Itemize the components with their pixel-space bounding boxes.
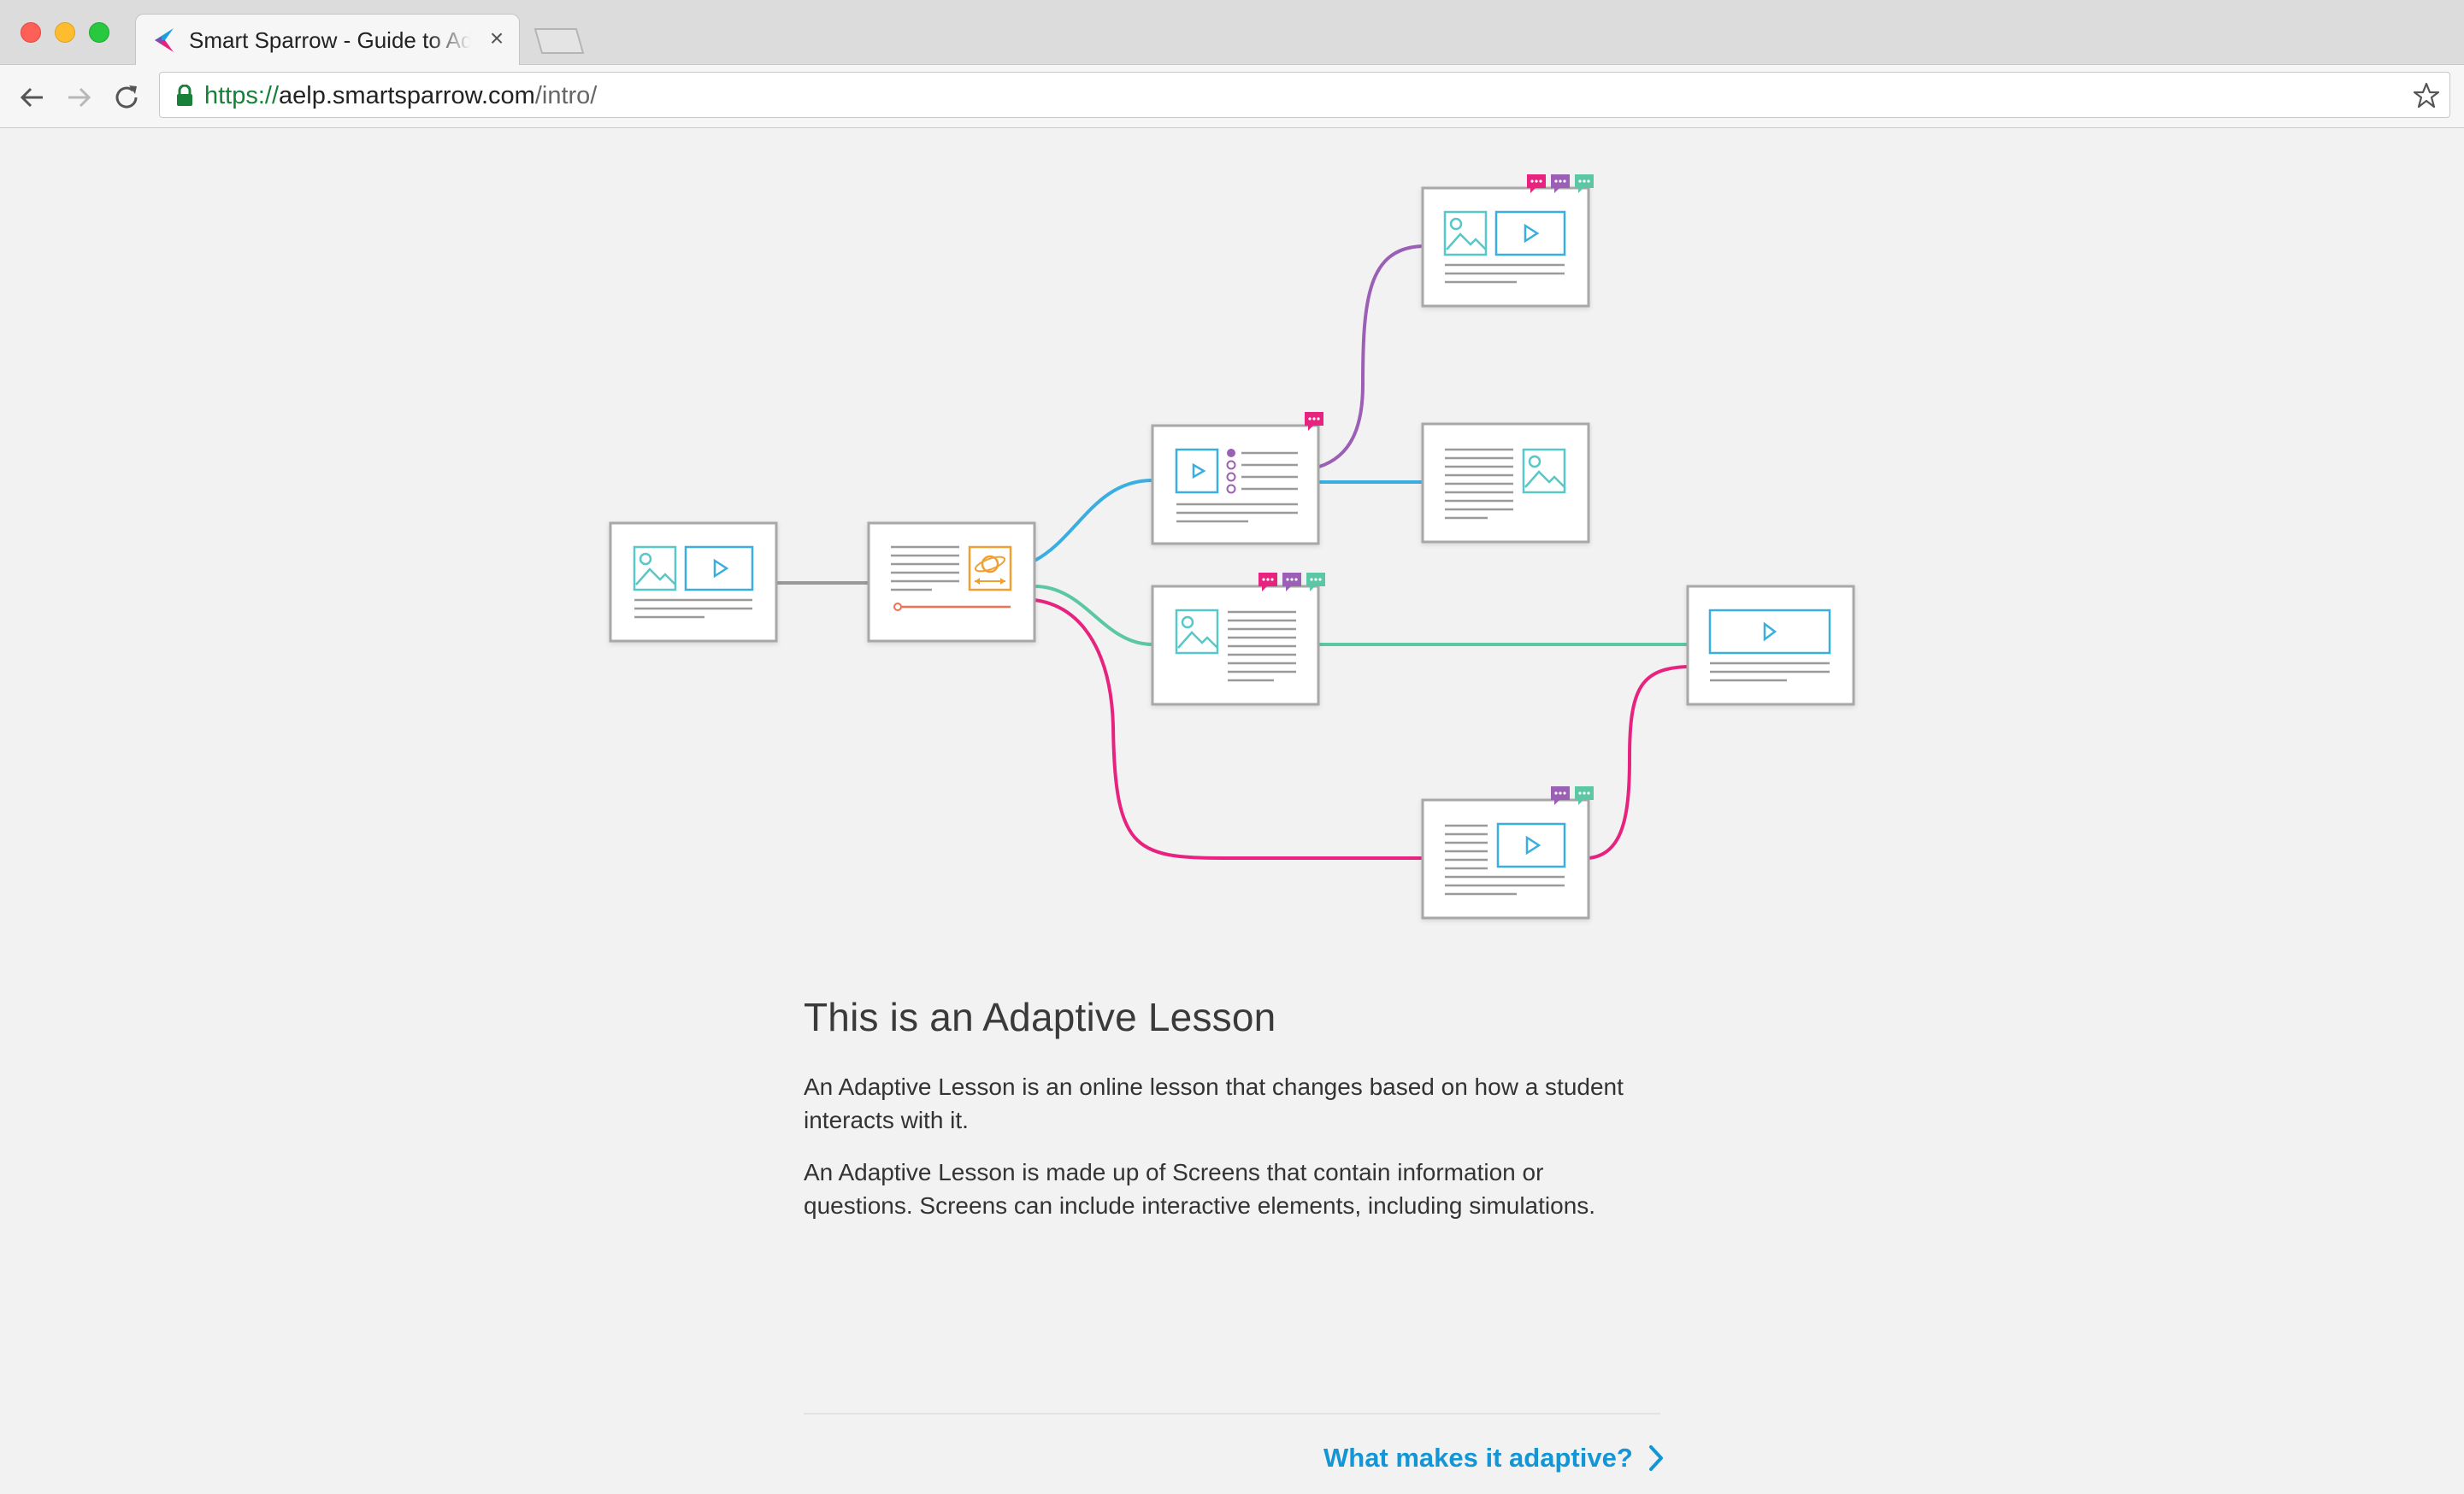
image-icon [633,545,677,591]
lock-icon [177,85,192,106]
path-to-screen5 [1318,244,1424,468]
video-icon [1496,822,1566,868]
chevron-right-icon [1648,1445,1663,1471]
path-screen7-screen8 [1588,665,1689,860]
screen-card-8 [1686,585,1855,706]
browser-tab[interactable]: Smart Sparrow - Guide to Adaptive Lesson… [135,14,520,65]
reload-icon[interactable] [109,80,144,115]
image-icon [1443,210,1488,256]
screen-card-7 [1421,786,1594,920]
lesson-paths [445,244,2018,860]
smart-sparrow-favicon-icon [155,28,174,52]
screen-card-2 [867,521,1036,643]
new-tab-button[interactable] [533,27,585,55]
image-icon [1175,609,1219,655]
footer-divider [804,1413,1660,1415]
browser-tab-strip: Smart Sparrow - Guide to Adaptive Lesson… [0,0,2464,65]
video-icon [1175,448,1219,494]
forward-arrow-icon[interactable] [62,80,96,115]
close-window-button[interactable] [21,22,41,43]
video-icon [684,545,754,591]
adaptive-lesson-diagram [445,174,2018,920]
next-page-link[interactable]: What makes it adaptive? [1323,1439,1665,1477]
path-to-screen3 [1034,479,1153,562]
feedback-badges [1527,174,1594,193]
maximize-window-button[interactable] [89,22,109,43]
description-paragraph-2: An Adaptive Lesson is made up of Screens… [804,1159,1596,1219]
minimize-window-button[interactable] [55,22,75,43]
screen-card-1 [609,521,778,643]
url-scheme: https:// [204,82,280,109]
simulation-icon [968,545,1012,591]
tab-title: Smart Sparrow - Guide to Adaptive Lesson… [189,27,471,53]
back-arrow-icon[interactable] [15,80,50,115]
url-text[interactable]: https://aelp.smartsparrow.com/intro/ [204,81,597,110]
screen-card-4 [1151,573,1325,706]
description-paragraph-1: An Adaptive Lesson is an online lesson t… [804,1073,1624,1133]
feedback-badges [1551,786,1594,805]
page-title: This is an Adaptive Lesson [804,995,1276,1039]
screen-card-5 [1421,174,1594,308]
address-bar[interactable]: https://aelp.smartsparrow.com/intro/ [159,72,2450,118]
url-host: aelp.smartsparrow.com [279,82,535,109]
bookmark-star-icon[interactable] [2412,81,2441,110]
video-icon [1494,210,1566,256]
next-page-label: What makes it adaptive? [1323,1443,1633,1473]
page-content: This is an Adaptive Lesson An Adaptive L… [0,128,2464,1494]
screen-card-3 [1151,412,1323,545]
image-icon [1522,448,1566,494]
lesson-description: This is an Adaptive Lesson An Adaptive L… [804,993,1659,1241]
tab-close-icon[interactable]: × [489,25,504,51]
feedback-badges [1259,573,1325,591]
screen-card-6 [1421,422,1590,544]
path-to-screen7 [1034,598,1423,860]
feedback-badge-pink [1305,412,1323,431]
url-path: /intro/ [534,82,598,109]
video-icon [1708,609,1831,655]
multiple-choice-icon [1226,449,1298,494]
path-to-screen4 [1034,585,1153,646]
